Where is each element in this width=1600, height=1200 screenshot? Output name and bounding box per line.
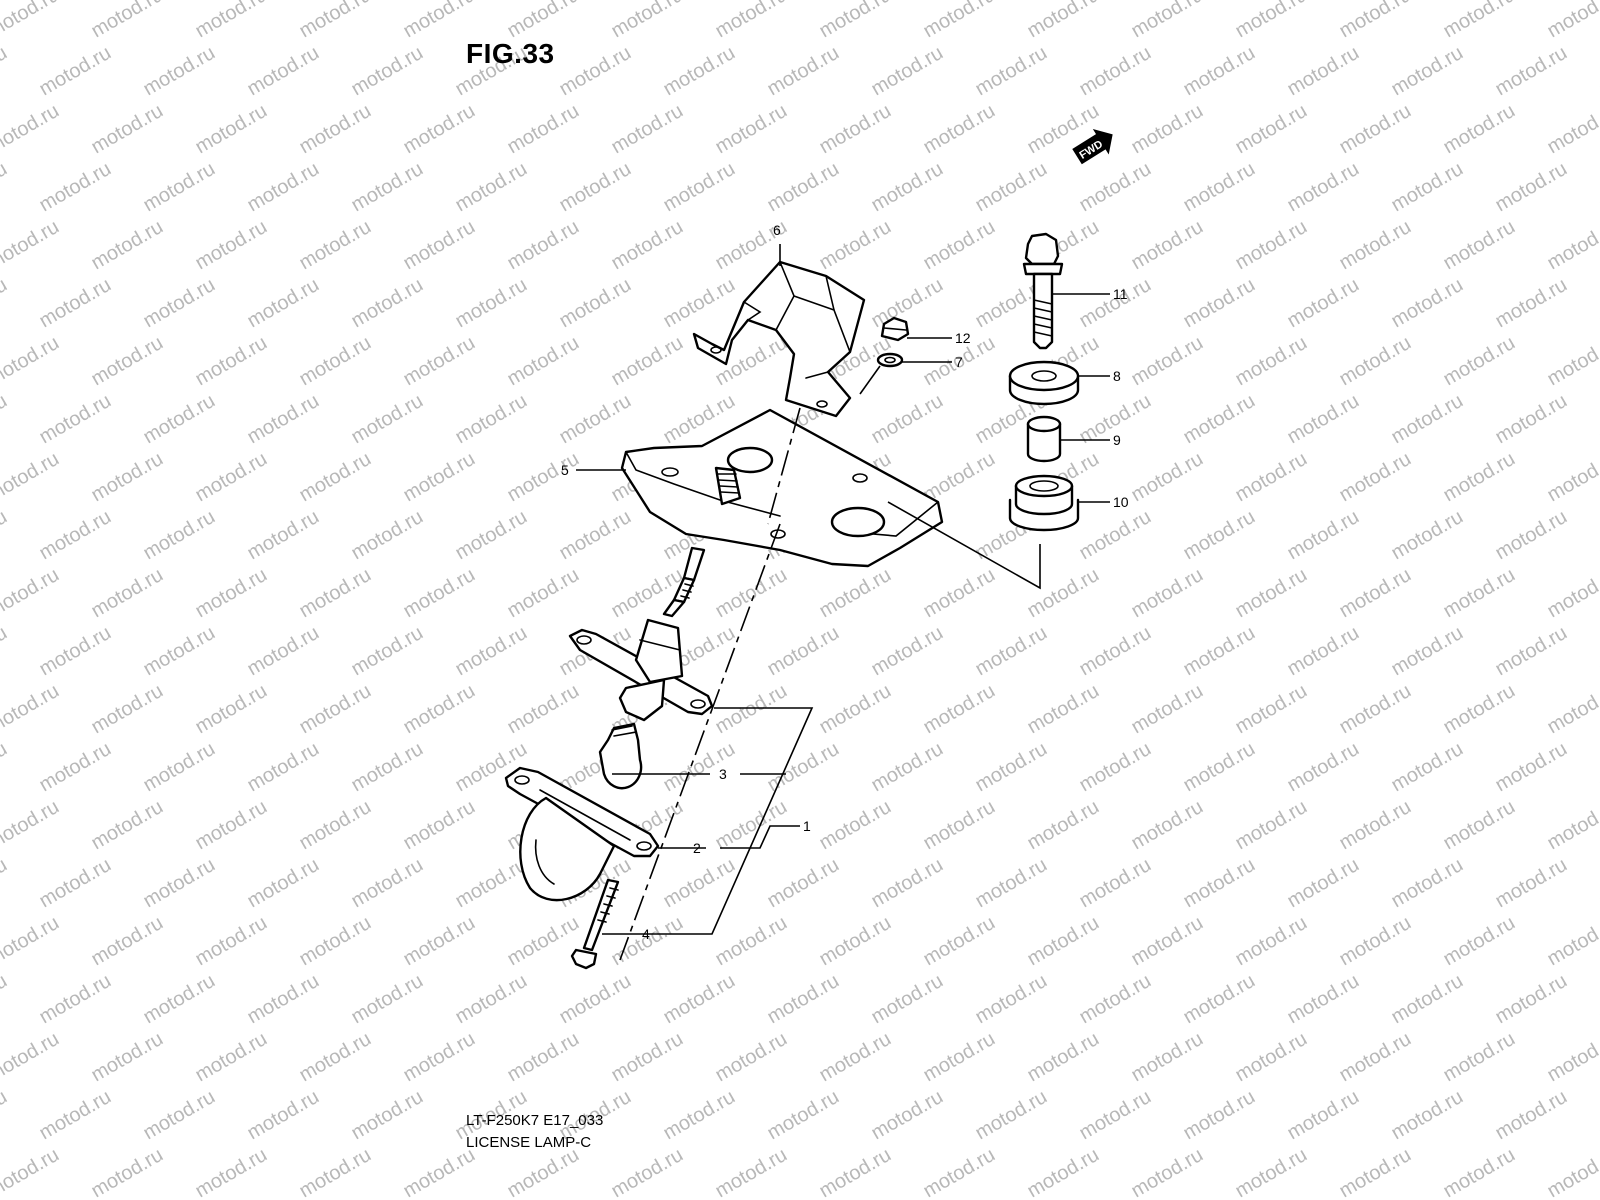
callout-2: 2 [693, 840, 701, 856]
callout-3: 3 [719, 766, 727, 782]
leader-lines [576, 244, 1110, 935]
model-code: LT-F250K7 E17_033 [466, 1112, 604, 1129]
callout-1: 1 [803, 818, 811, 834]
part-lens-dome[interactable] [519, 796, 616, 902]
part-2-lens-gasket[interactable] [504, 766, 660, 858]
callout-10: 10 [1113, 494, 1129, 510]
section-name: LICENSE LAMP-C [466, 1134, 592, 1151]
callout-4: 4 [642, 926, 650, 942]
part-6-cover-bracket[interactable] [692, 260, 866, 418]
part-lamp-housing[interactable] [568, 618, 714, 722]
callout-12: 12 [955, 330, 971, 346]
part-4-screw[interactable] [570, 878, 620, 970]
callout-11: 11 [1113, 286, 1128, 302]
part-5-mounting-plate[interactable] [620, 408, 944, 568]
callout-5: 5 [561, 462, 569, 478]
part-8-large-washer[interactable] [1008, 360, 1080, 406]
assembly-line-grommet [887, 501, 1041, 590]
callout-7: 7 [955, 354, 963, 370]
callout-8: 8 [1113, 368, 1121, 384]
figure-title: FIG.33 [466, 38, 555, 69]
part-7-washer[interactable] [876, 352, 904, 368]
assembly-line-nut [859, 365, 881, 395]
part-11-flange-bolt[interactable] [1022, 232, 1064, 350]
callout-9: 9 [1113, 432, 1121, 448]
part-10-grommet[interactable] [1008, 474, 1080, 532]
fwd-arrow-icon: FWD [1072, 129, 1113, 165]
part-12-cap-nut[interactable] [880, 316, 910, 342]
assembly-centerline-bracket [767, 407, 801, 525]
part-9-collar[interactable] [1026, 415, 1062, 463]
assembly-centerline-main [619, 523, 781, 961]
callout-6: 6 [773, 222, 781, 238]
part-lamp-socket-wire[interactable] [662, 546, 706, 618]
part-3-bulb[interactable] [598, 722, 643, 790]
